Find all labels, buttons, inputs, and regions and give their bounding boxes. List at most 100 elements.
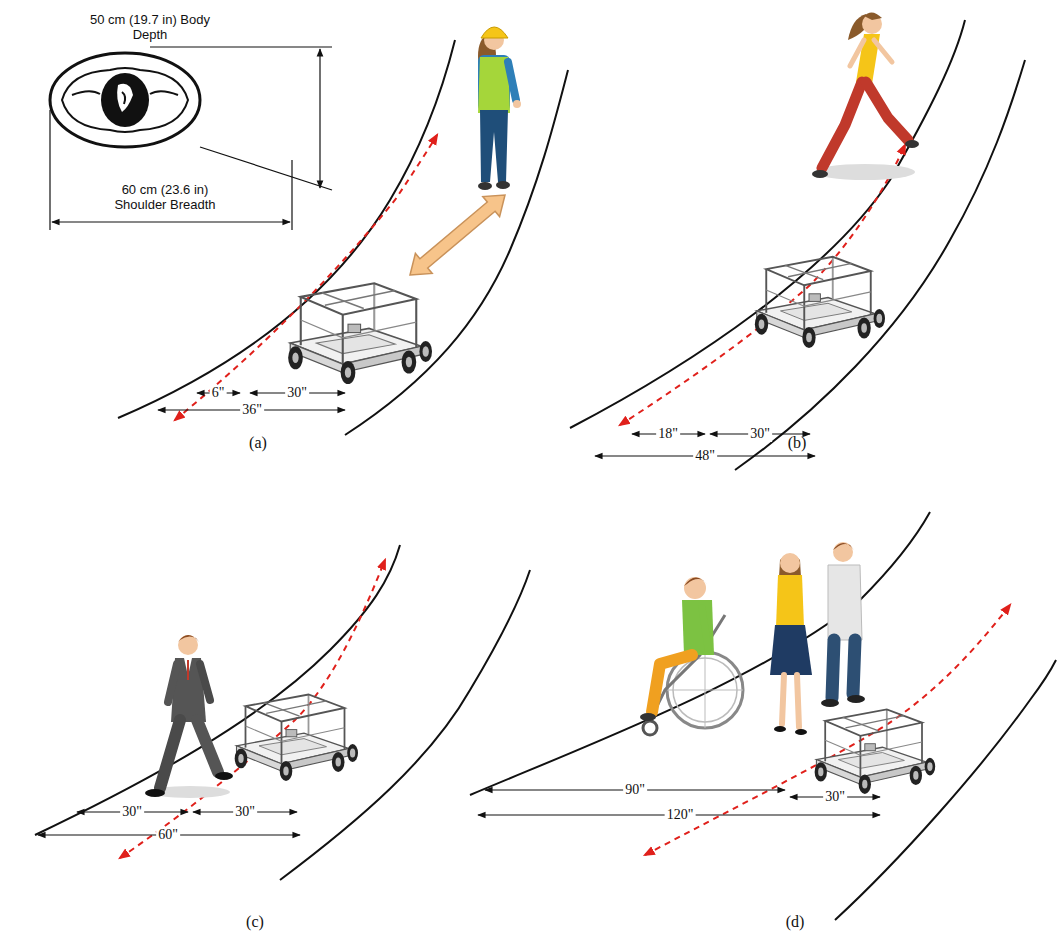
runner-figure	[905, 140, 919, 148]
wheelchair-figure	[667, 690, 743, 691]
panel-label: (c)	[246, 913, 264, 931]
walkway-edge	[35, 545, 530, 880]
walkway-edge	[735, 60, 1025, 470]
worker-figure	[513, 100, 521, 108]
wheelchair-figure	[682, 600, 714, 655]
worker-figure	[480, 110, 508, 182]
walker-figure	[197, 720, 218, 772]
walker-figure	[178, 635, 198, 655]
runner-figure	[850, 40, 864, 66]
wheelchair-figure	[684, 577, 706, 599]
dimension-label: 30"	[748, 426, 772, 442]
walker-figure	[168, 664, 177, 702]
walkway-edge	[280, 570, 530, 880]
robot-path	[620, 145, 905, 425]
clearance-arrow	[410, 195, 505, 275]
panel-label: (b)	[788, 434, 807, 452]
dimension-label: 30"	[120, 804, 144, 820]
standing-man-figure	[847, 695, 865, 703]
dimension-line	[49, 110, 50, 230]
walkway-edge	[345, 70, 568, 435]
dimension-label: 18"	[656, 426, 680, 442]
body-ellipse	[50, 53, 200, 147]
body-ellipse	[62, 68, 188, 132]
dimension-line	[52, 221, 290, 222]
dimension-line	[50, 47, 332, 230]
wheelchair-figure	[643, 721, 657, 735]
walker-figure	[178, 635, 199, 642]
robot-path	[120, 560, 385, 858]
dimension-line	[319, 49, 320, 188]
dimension-label: 6"	[210, 385, 227, 401]
standing-man-figure	[828, 565, 862, 640]
standing-man-figure	[833, 543, 854, 550]
standing-woman-figure	[770, 625, 812, 675]
walker-figure	[145, 635, 233, 798]
worker-figure	[481, 27, 508, 38]
walkway-edge	[35, 545, 400, 835]
runner-figure	[864, 12, 882, 20]
walkway-edge	[570, 20, 1025, 470]
dimension-line	[291, 160, 292, 230]
body-ellipse	[122, 92, 125, 104]
wheelchair-figure	[640, 577, 743, 735]
standing-woman-figure	[795, 729, 807, 735]
robot-path	[175, 135, 437, 420]
dimension-line	[150, 46, 332, 47]
wheelchair-figure	[652, 655, 692, 712]
walker-figure	[160, 720, 180, 788]
standing-woman-figure	[780, 553, 800, 573]
runner-figure	[812, 12, 919, 180]
walker-figure	[187, 660, 189, 680]
panel-label: (d)	[786, 913, 805, 931]
robot-cart	[288, 283, 432, 384]
body-ellipse	[117, 84, 133, 112]
dimension-label: 48"	[693, 448, 717, 464]
standing-man-figure	[853, 640, 855, 694]
dimension-note: 50 cm (19.7 in) Body Depth	[90, 13, 210, 43]
dimension-label: 60"	[156, 827, 180, 843]
runner-figure	[815, 164, 915, 180]
body-ellipse	[72, 91, 100, 95]
standing-woman-figure	[797, 675, 799, 727]
worker-figure	[508, 62, 516, 100]
walkway-edge	[470, 512, 1056, 920]
walker-figure	[145, 789, 165, 797]
panel-label: (a)	[249, 434, 267, 452]
runner-figure	[874, 40, 892, 62]
walkway-edge	[570, 20, 965, 428]
standing-woman-figure	[774, 726, 786, 732]
dimension-label: 36"	[240, 402, 264, 418]
runner-figure	[866, 82, 908, 140]
robot-cart	[235, 695, 358, 781]
dimension-label: 120"	[665, 807, 696, 823]
body-ellipse	[50, 53, 200, 147]
dimension-note: 60 cm (23.6 in) Shoulder Breadth	[100, 183, 230, 213]
standing-woman-figure	[782, 675, 784, 724]
walker-figure	[215, 772, 233, 780]
runner-figure	[822, 82, 862, 168]
standing-man-figure	[821, 542, 865, 707]
body-ellipse	[101, 73, 149, 127]
standing-man-figure	[833, 542, 853, 562]
wheelchair-figure	[640, 713, 656, 721]
dimension-label: 30"	[823, 789, 847, 805]
worker-figure	[478, 182, 492, 190]
dimension-label: 30"	[233, 804, 257, 820]
standing-woman-figure	[770, 553, 812, 735]
dimension-line	[200, 147, 332, 190]
standing-man-figure	[821, 699, 839, 707]
runner-figure	[812, 170, 828, 178]
dimension-label: 30"	[285, 385, 309, 401]
standing-woman-figure	[776, 575, 804, 627]
body-ellipse	[150, 91, 178, 95]
dimension-label: 90"	[623, 782, 647, 798]
wheelchair-figure	[684, 577, 707, 586]
worker-figure	[478, 27, 521, 190]
robot-cart	[755, 257, 885, 348]
robot-cart	[815, 709, 936, 793]
walker-figure	[200, 664, 210, 700]
wheelchair-figure	[702, 608, 708, 648]
